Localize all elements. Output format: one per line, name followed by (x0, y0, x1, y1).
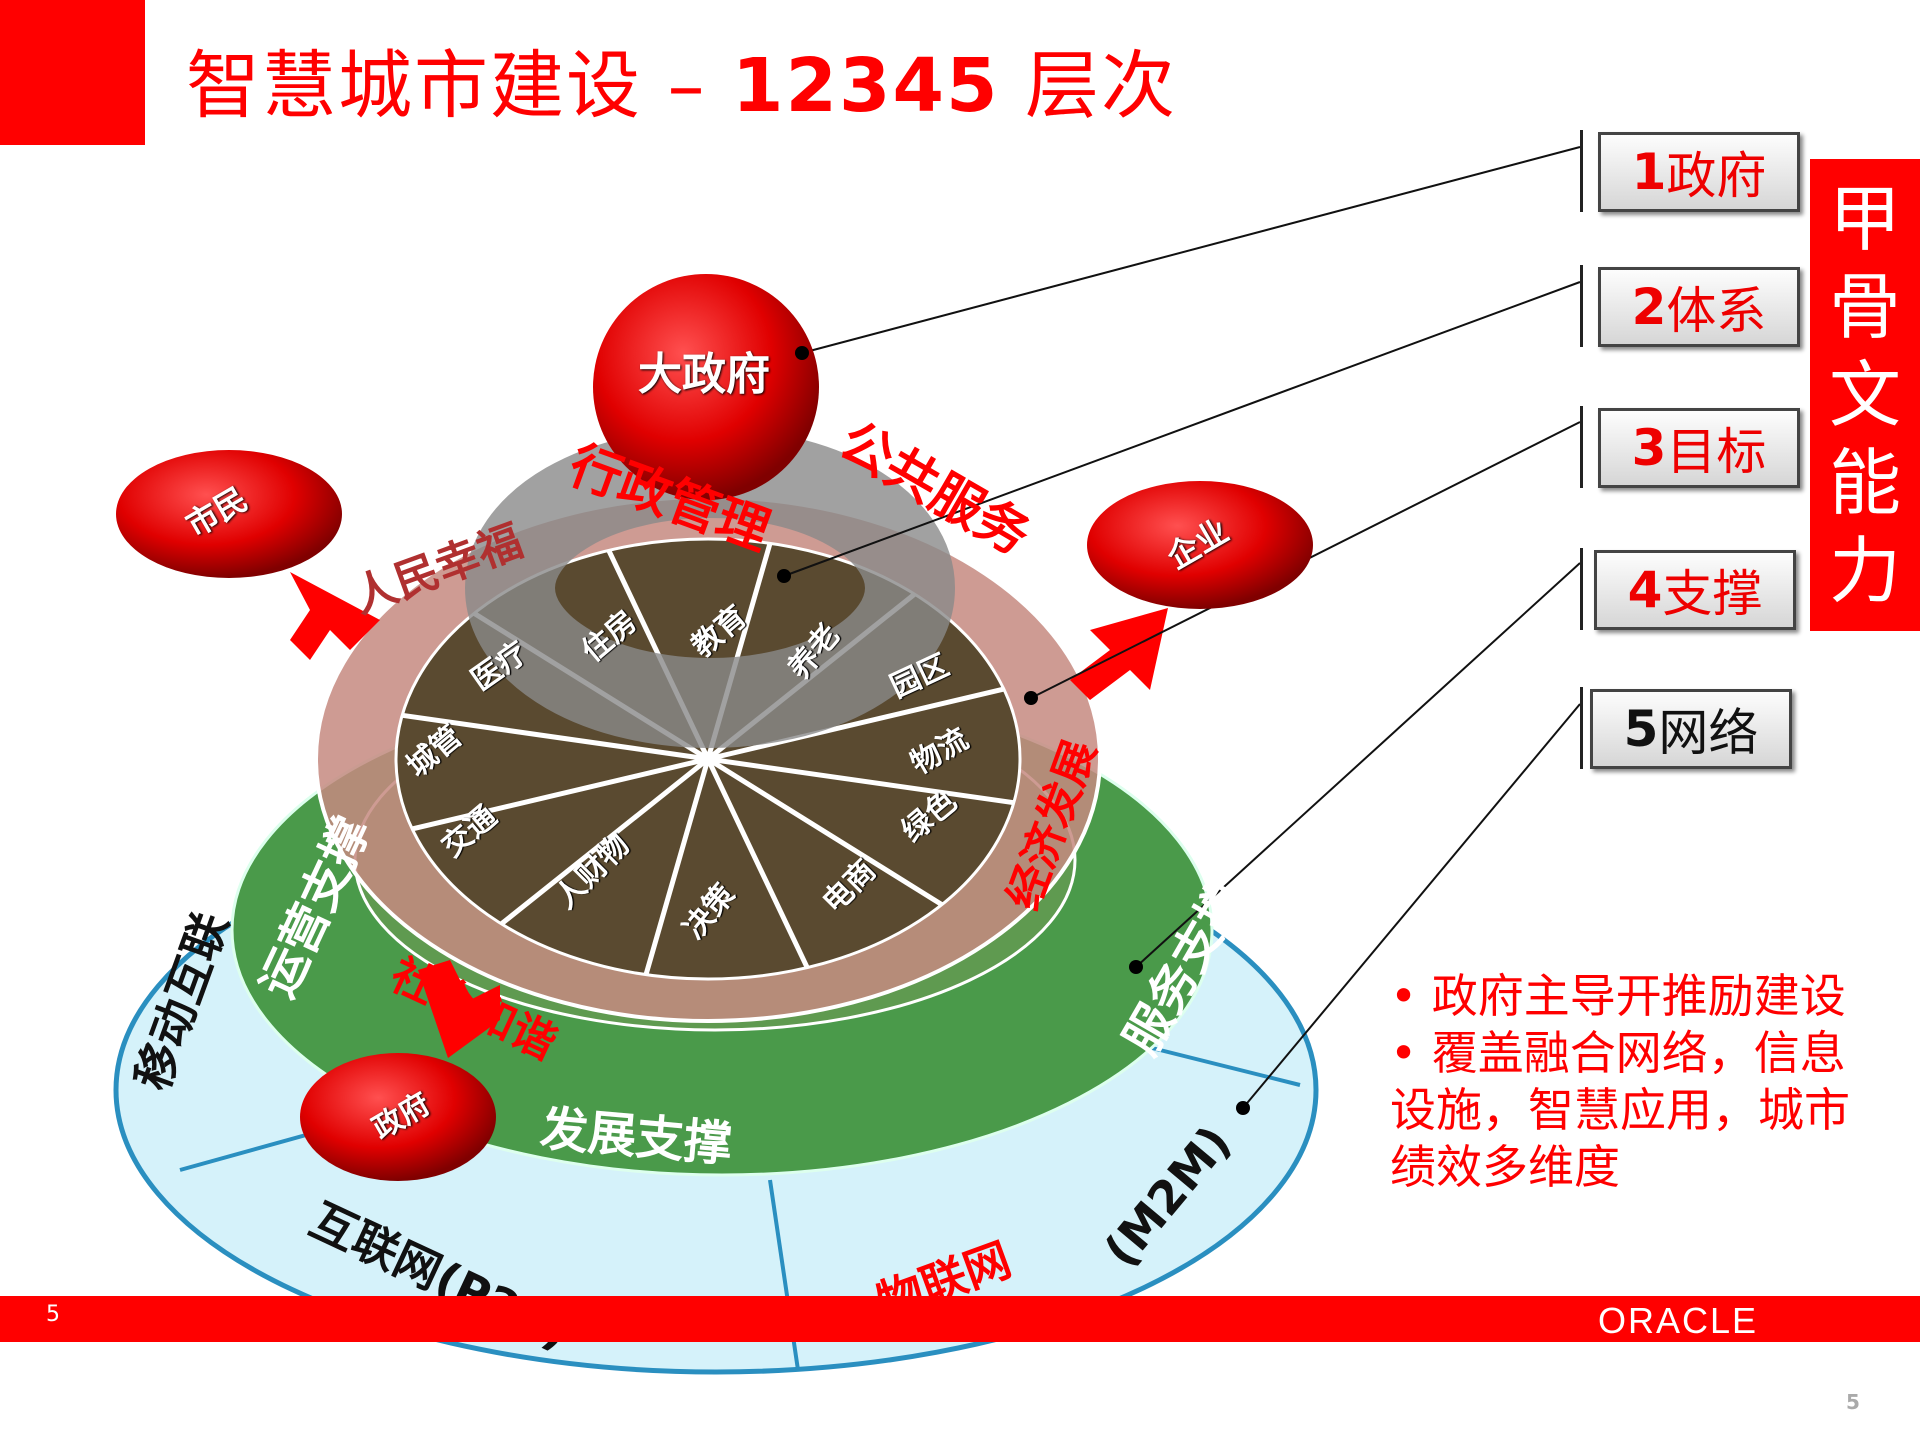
corner-block (0, 0, 145, 145)
leader-dot (1129, 960, 1143, 974)
layer-label: 政府 (1666, 147, 1767, 205)
segment-label: 人财物 (548, 827, 637, 916)
bracket (1580, 130, 1591, 212)
pie-divider (411, 756, 709, 832)
title-suffix: 层次 (999, 43, 1178, 129)
leader-line-5 (1242, 703, 1581, 1109)
bracket (1580, 265, 1591, 347)
ball-enterprise (1087, 481, 1313, 609)
segment-label: 绿色 (895, 783, 964, 850)
layer-label: 支撑 (1662, 565, 1763, 623)
segment-label: 住房 (575, 603, 644, 670)
ball-citizen (116, 450, 342, 578)
page-number: 5 (1846, 1390, 1860, 1414)
leader-dot (795, 346, 809, 360)
segment-label: 城管 (400, 718, 469, 785)
layer-label: 目标 (1666, 423, 1767, 481)
segment-label: 交通 (435, 798, 504, 865)
ability-char: 甲 (1828, 177, 1901, 261)
arrow-down (418, 960, 500, 1058)
bracket (1580, 406, 1591, 488)
segment-label: 电商 (815, 853, 884, 921)
ball-big-government (593, 274, 819, 500)
segment-label: 教育 (685, 598, 754, 665)
label-government: 政府 (366, 1086, 437, 1147)
ring-label-economy: 经济发展 (998, 733, 1107, 917)
support-label-development: 发展支撑 (537, 1100, 735, 1174)
segment-label: 物流 (904, 721, 975, 782)
network-label-m2m: (M2M) (1093, 1115, 1242, 1277)
ring-label-people-happiness: 人民幸福 (346, 515, 530, 624)
ability-char: 骨 (1828, 265, 1901, 349)
label-big-government: 大政府 (638, 349, 770, 400)
network-label-mobile: 移动互联 (124, 905, 239, 1097)
pie-divider (401, 712, 709, 762)
leader-line-2 (783, 281, 1581, 577)
oracle-ability-banner: 甲 骨 文 能 力 (1810, 159, 1920, 631)
bullet-item: • 覆盖融合网络，信息设施，智慧应用，城市 绩效多维度 (1390, 1026, 1850, 1194)
label-citizen: 市民 (179, 479, 255, 545)
ability-char: 力 (1828, 529, 1901, 613)
oracle-logo: ORACLE (1598, 1300, 1759, 1341)
layer-label: 体系 (1666, 282, 1767, 340)
layer-num: 5 (1623, 700, 1659, 758)
leader-line-4 (1135, 562, 1581, 968)
label-enterprise: 企业 (1160, 511, 1236, 577)
leader-dot (1236, 1101, 1250, 1115)
title-prefix: 智慧城市建设 – (186, 43, 733, 129)
bullet-list: • 政府主导开推励建设 • 覆盖融合网络，信息设施，智慧应用，城市 绩效多维度 (1390, 968, 1870, 1196)
support-label-operation: 运营支撑 (249, 808, 382, 1007)
segment-label: 园区 (885, 648, 955, 706)
layer-num: 2 (1631, 278, 1667, 336)
title-number: 12345 (732, 43, 1000, 129)
pie-divider (705, 757, 810, 969)
segment-label: 养老 (781, 617, 848, 686)
pie-divider (499, 757, 710, 926)
ability-char: 文 (1828, 353, 1901, 437)
ring-label-society: 社会和谐 (382, 949, 564, 1070)
layer-num: 4 (1627, 561, 1663, 619)
ring-label-administration: 行政管理 (561, 435, 778, 563)
pie-divider (643, 758, 711, 976)
arrow-left (290, 572, 380, 660)
slide-number: 5 (46, 1302, 60, 1327)
segment-label: 医疗 (464, 635, 535, 699)
layer-label: 网络 (1658, 704, 1759, 762)
page-title: 智慧城市建设 – 12345 层次 (186, 26, 1177, 133)
ball-government (300, 1053, 496, 1181)
leader-line-1 (801, 146, 1581, 354)
leader-dot (1024, 691, 1038, 705)
bullet-item: • 政府主导开推励建设 (1390, 969, 1846, 1023)
segment-label: 决策 (676, 877, 743, 946)
footer-bar (0, 1296, 1920, 1342)
pie-divider (706, 756, 944, 907)
support-label-service: 服务支撑 (1113, 870, 1258, 1065)
pie-divider (707, 756, 1015, 806)
ability-char: 能 (1828, 441, 1901, 525)
pie-divider (707, 686, 1005, 762)
ring-label-public-service: 公共服务 (829, 411, 1040, 568)
bracket (1580, 548, 1591, 630)
bracket (1580, 687, 1591, 769)
leader-dot (777, 569, 791, 583)
layer-num: 1 (1631, 143, 1667, 201)
layer-num: 3 (1631, 419, 1667, 477)
